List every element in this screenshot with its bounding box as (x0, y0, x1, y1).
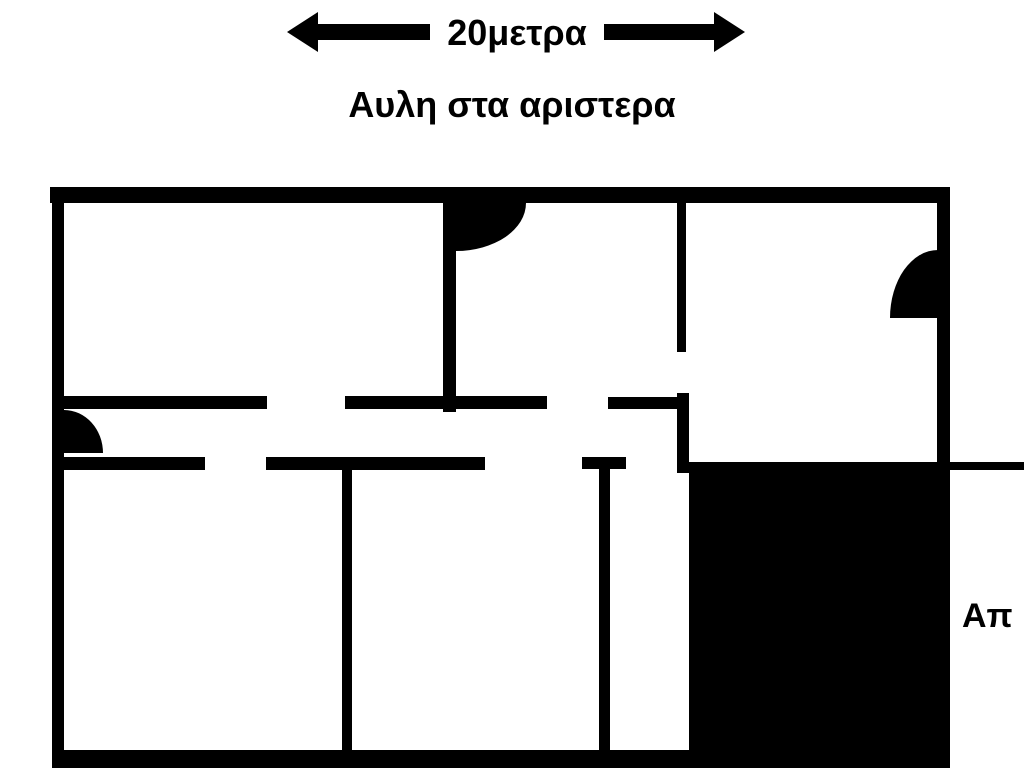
wall-inner (582, 457, 626, 469)
door-swing-icon (64, 410, 103, 453)
wall-inner (342, 465, 352, 750)
wall-inner (64, 396, 267, 409)
walls (50, 187, 1024, 768)
door-swing-icon (890, 250, 938, 318)
scale-arrow: 20μετρα (287, 12, 745, 53)
wall-inner (443, 203, 456, 412)
arrow-left-head (287, 12, 430, 52)
wall-left (52, 187, 64, 768)
wall-inner (345, 396, 547, 409)
wall-inner (64, 457, 205, 470)
wall-outside (686, 462, 1024, 470)
wall-inner (677, 203, 686, 352)
door-swing-icon (456, 203, 526, 251)
wall-inner (599, 465, 610, 750)
wall-inner (266, 457, 485, 470)
wall-inner (677, 393, 689, 473)
wall-bottom (52, 750, 950, 768)
wall-top (50, 187, 950, 203)
solid-block (689, 470, 950, 750)
doors (64, 203, 938, 453)
wall-inner (608, 397, 680, 409)
scale-label: 20μετρα (447, 12, 587, 53)
arrow-right-head (604, 12, 745, 52)
plan-title: Αυλη στα αριστερα (348, 84, 675, 125)
right-label: Απ (962, 597, 1013, 635)
